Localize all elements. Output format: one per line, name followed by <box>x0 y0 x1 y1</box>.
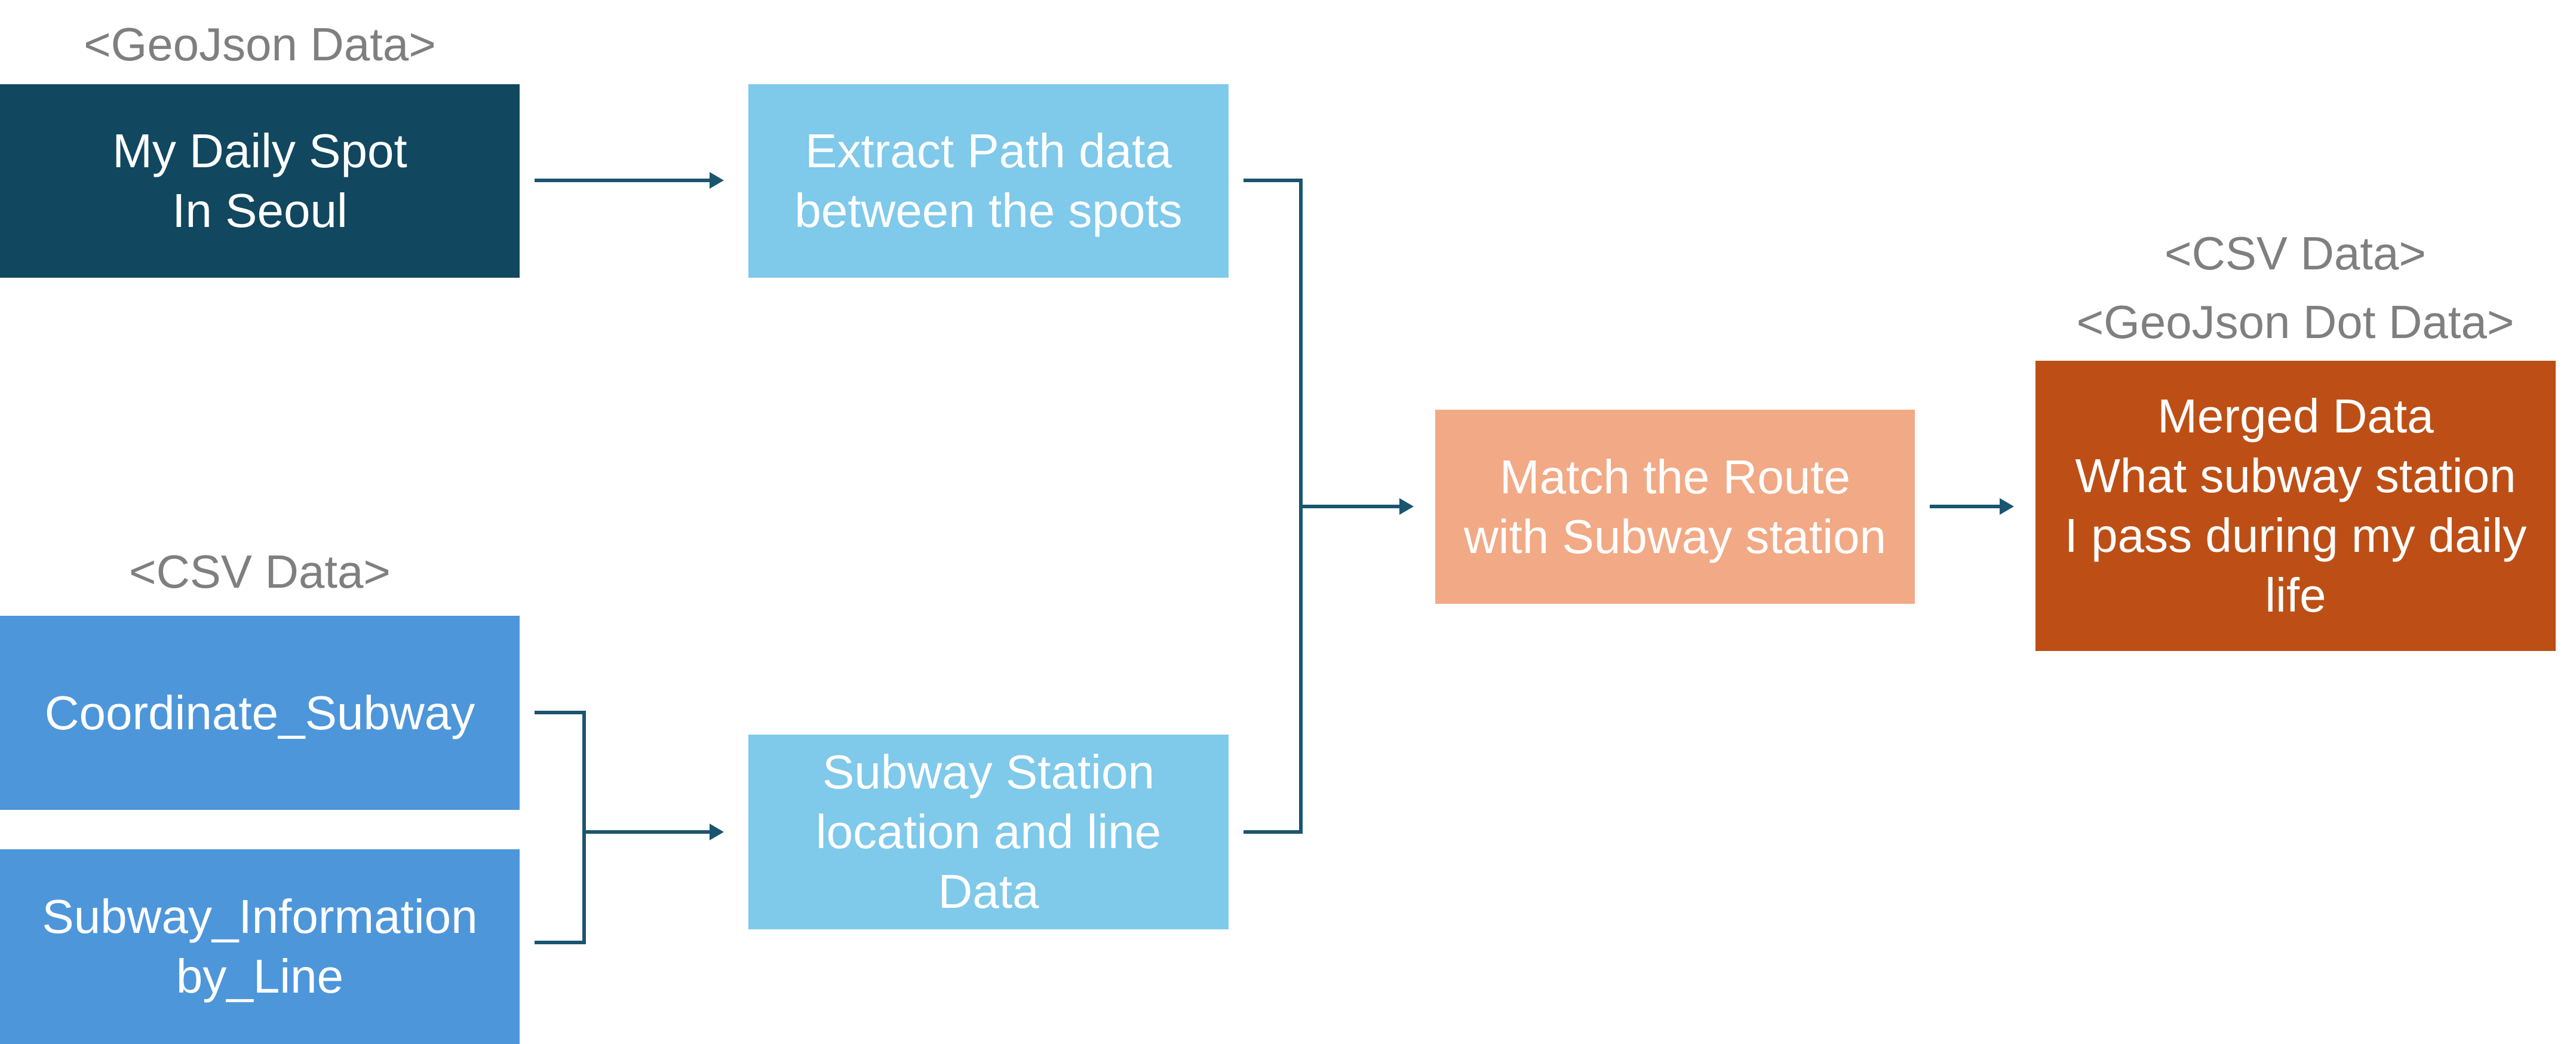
extract-path-box: Extract Path data between the spots <box>748 84 1229 278</box>
extract-path-line-2: between the spots <box>794 184 1183 237</box>
merged-data-line-2: What subway station <box>2075 449 2516 502</box>
match-route-line-2: with Subway station <box>1463 509 1887 563</box>
csv-data-label-right: <CSV Data> <box>2164 227 2426 280</box>
bracket-process-outputs <box>1244 179 1303 834</box>
subway-station-line-3: Data <box>938 865 1039 918</box>
merged-data-line-3: I pass during my daily <box>2064 509 2527 562</box>
arrowhead-to-match-route <box>1399 498 1414 515</box>
merged-data-line-1: Merged Data <box>2157 389 2434 443</box>
my-daily-spot-line-1: My Daily Spot <box>112 124 407 177</box>
geojson-dot-data-label: <GeoJson Dot Data> <box>2076 296 2514 348</box>
merged-data-box: Merged Data What subway station I pass d… <box>2035 361 2556 651</box>
my-daily-spot-box: My Daily Spot In Seoul <box>0 84 520 278</box>
arrowhead-csv-to-station <box>710 824 724 840</box>
my-daily-spot-line-2: In Seoul <box>172 184 348 237</box>
subway-information-line-2: by_Line <box>176 950 344 1003</box>
match-route-line-1: Match the Route <box>1500 450 1850 503</box>
match-route-box: Match the Route with Subway station <box>1435 410 1915 604</box>
coordinate-subway-box: Coordinate_Subway <box>0 616 520 810</box>
subway-station-line-1: Subway Station <box>822 745 1155 799</box>
subway-station-line-2: location and line <box>815 805 1162 858</box>
subway-station-box: Subway Station location and line Data <box>748 735 1229 929</box>
extract-path-line-1: Extract Path data <box>805 124 1172 177</box>
csv-data-label-left: <CSV Data> <box>129 545 391 598</box>
coordinate-subway-line-1: Coordinate_Subway <box>44 686 475 739</box>
subway-information-box: Subway_Information by_Line <box>0 849 520 1044</box>
subway-information-line-1: Subway_Information <box>42 890 478 943</box>
bracket-csv-inputs <box>535 711 586 944</box>
geojson-data-label: <GeoJson Data> <box>84 18 436 70</box>
arrowhead-match-to-merged <box>2000 498 2014 515</box>
arrowhead-spot-to-extract <box>710 172 724 189</box>
merged-data-line-4: life <box>2265 569 2326 622</box>
